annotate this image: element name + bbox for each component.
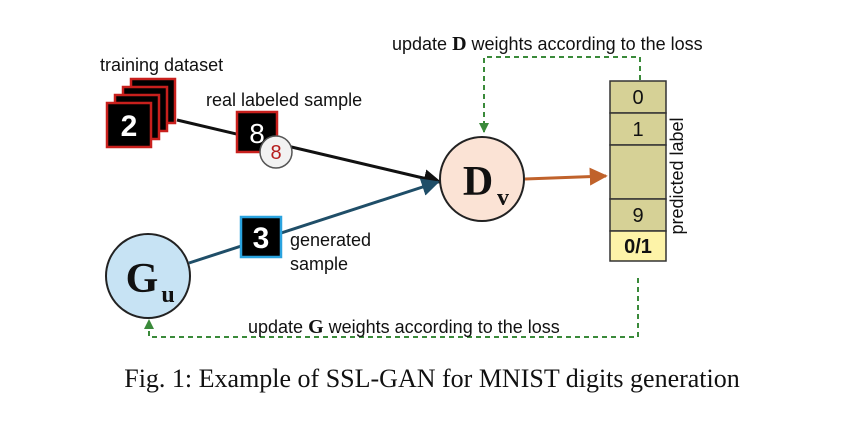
generator-node: G u [105, 233, 191, 319]
predicted-label-text: predicted label [667, 117, 687, 234]
ssl-gan-diagram: update D weights according to the loss t… [100, 33, 703, 338]
real-label-value: 8 [270, 142, 281, 164]
real-sample-arrow [176, 118, 442, 188]
output-cell [609, 112, 667, 146]
output-cell [609, 230, 667, 262]
dataset-digit: 2 [121, 110, 138, 143]
real-sample-digit: 8 [249, 118, 265, 149]
update-g-dashed-arrow [144, 278, 639, 338]
update-g-label: update G weights according to the loss [248, 316, 560, 338]
generated-label-line2: sample [290, 254, 348, 274]
output-cell [609, 80, 667, 114]
output-cell-label: 0/1 [624, 236, 652, 258]
output-cell-label: 1 [632, 119, 643, 141]
discriminator-letter: D [463, 159, 493, 205]
update-d-dashed-arrow [479, 56, 641, 133]
output-arrow [524, 167, 608, 186]
generated-sample-arrow [188, 178, 440, 265]
real-label-badge: 8 [259, 135, 293, 169]
output-cell-label: 0 [632, 87, 643, 109]
training-dataset-label: training dataset [100, 55, 223, 75]
training-dataset-stack: 2 [105, 77, 177, 149]
generated-label-line1: generated [290, 230, 371, 250]
discriminator-subscript: v [497, 185, 509, 211]
predicted-label-column: 0 1 9 0/1 [609, 80, 667, 262]
discriminator-node: D v [439, 136, 525, 222]
real-labeled-sample-label: real labeled sample [206, 90, 362, 110]
generated-sample-image: 3 [239, 215, 283, 259]
output-cell-label: 9 [632, 205, 643, 227]
generated-sample-digit: 3 [253, 222, 270, 255]
generator-letter: G [126, 256, 159, 302]
output-cell [609, 144, 667, 200]
figure-caption: Fig. 1: Example of SSL-GAN for MNIST dig… [124, 364, 740, 393]
update-d-label: update D weights according to the loss [392, 33, 703, 55]
generator-subscript: u [161, 282, 174, 308]
